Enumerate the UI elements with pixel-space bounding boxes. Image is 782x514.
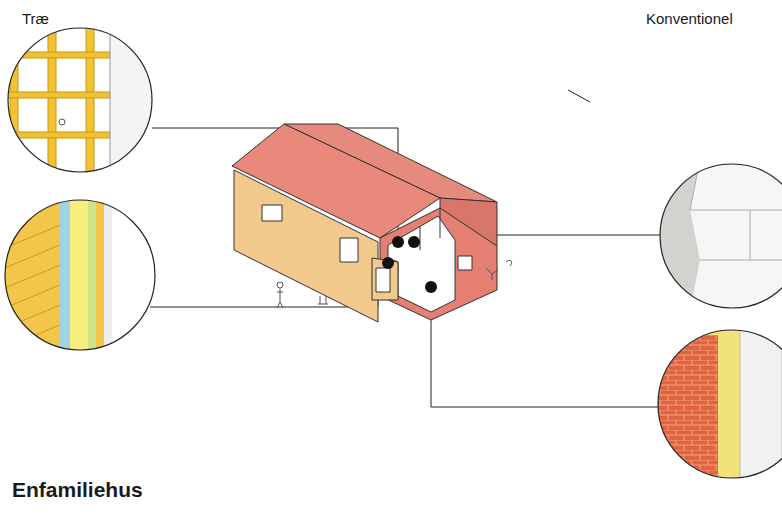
window	[458, 256, 472, 270]
wind-barrier	[60, 200, 70, 360]
detail-concrete	[650, 160, 782, 320]
roof-front	[232, 124, 440, 238]
detail-markers	[382, 236, 437, 293]
stray-mark	[568, 90, 590, 102]
column-label: Konventionel	[646, 10, 733, 27]
detail-timber-wall	[0, 195, 160, 360]
cladding	[0, 200, 60, 360]
brick-outer	[655, 335, 718, 480]
frame-line	[420, 226, 421, 250]
detail-circle	[5, 200, 155, 350]
tree-figure	[486, 260, 512, 280]
detail-bg	[650, 325, 782, 485]
detail-dot	[425, 281, 437, 293]
block-lines	[690, 160, 782, 260]
window	[262, 205, 282, 221]
inner-leaf	[740, 325, 782, 480]
people	[277, 260, 512, 308]
person	[277, 282, 283, 288]
insulation	[70, 200, 88, 360]
frame-line	[440, 208, 441, 238]
detail-bg	[650, 160, 782, 320]
board	[104, 200, 112, 360]
detail-dot	[382, 257, 394, 269]
detail-timber-frame	[0, 20, 160, 180]
detail-bg	[0, 20, 160, 180]
batten	[96, 200, 104, 360]
diagram-title: Enfamiliehus	[12, 478, 143, 502]
detail-circle	[8, 28, 152, 172]
person	[318, 296, 328, 304]
person	[277, 288, 283, 308]
detail-dot	[408, 236, 420, 248]
vapour-layer	[88, 200, 96, 360]
window	[340, 238, 358, 262]
detail-dot	[392, 236, 404, 248]
column-label: Træ	[22, 10, 49, 27]
house	[232, 124, 497, 322]
detail-circle	[658, 330, 782, 478]
detail-brick-wall	[650, 325, 782, 485]
studs	[0, 20, 110, 180]
insulation	[700, 325, 740, 480]
socket	[59, 119, 65, 125]
door	[376, 268, 390, 292]
cutaway-wall	[372, 258, 398, 300]
detail-circle	[660, 164, 782, 308]
